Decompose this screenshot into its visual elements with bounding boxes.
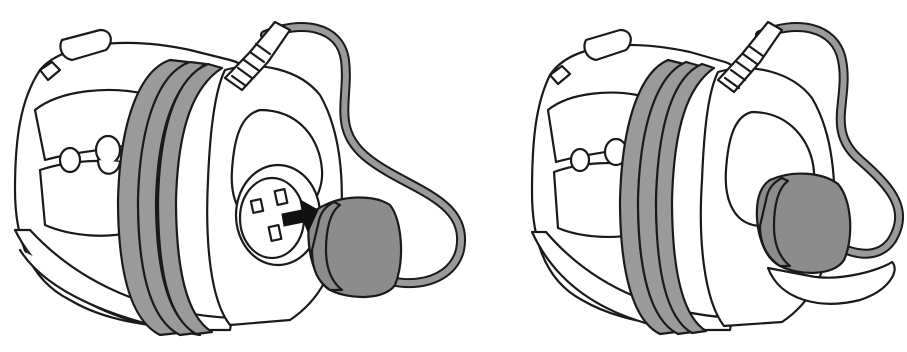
panel-plug-stored <box>520 0 907 352</box>
post <box>571 149 589 171</box>
panel-insert-plug <box>0 0 470 352</box>
post <box>96 136 120 164</box>
iron-base-illustration <box>0 0 470 352</box>
post <box>60 148 80 172</box>
iron-base-illustration <box>520 0 907 352</box>
